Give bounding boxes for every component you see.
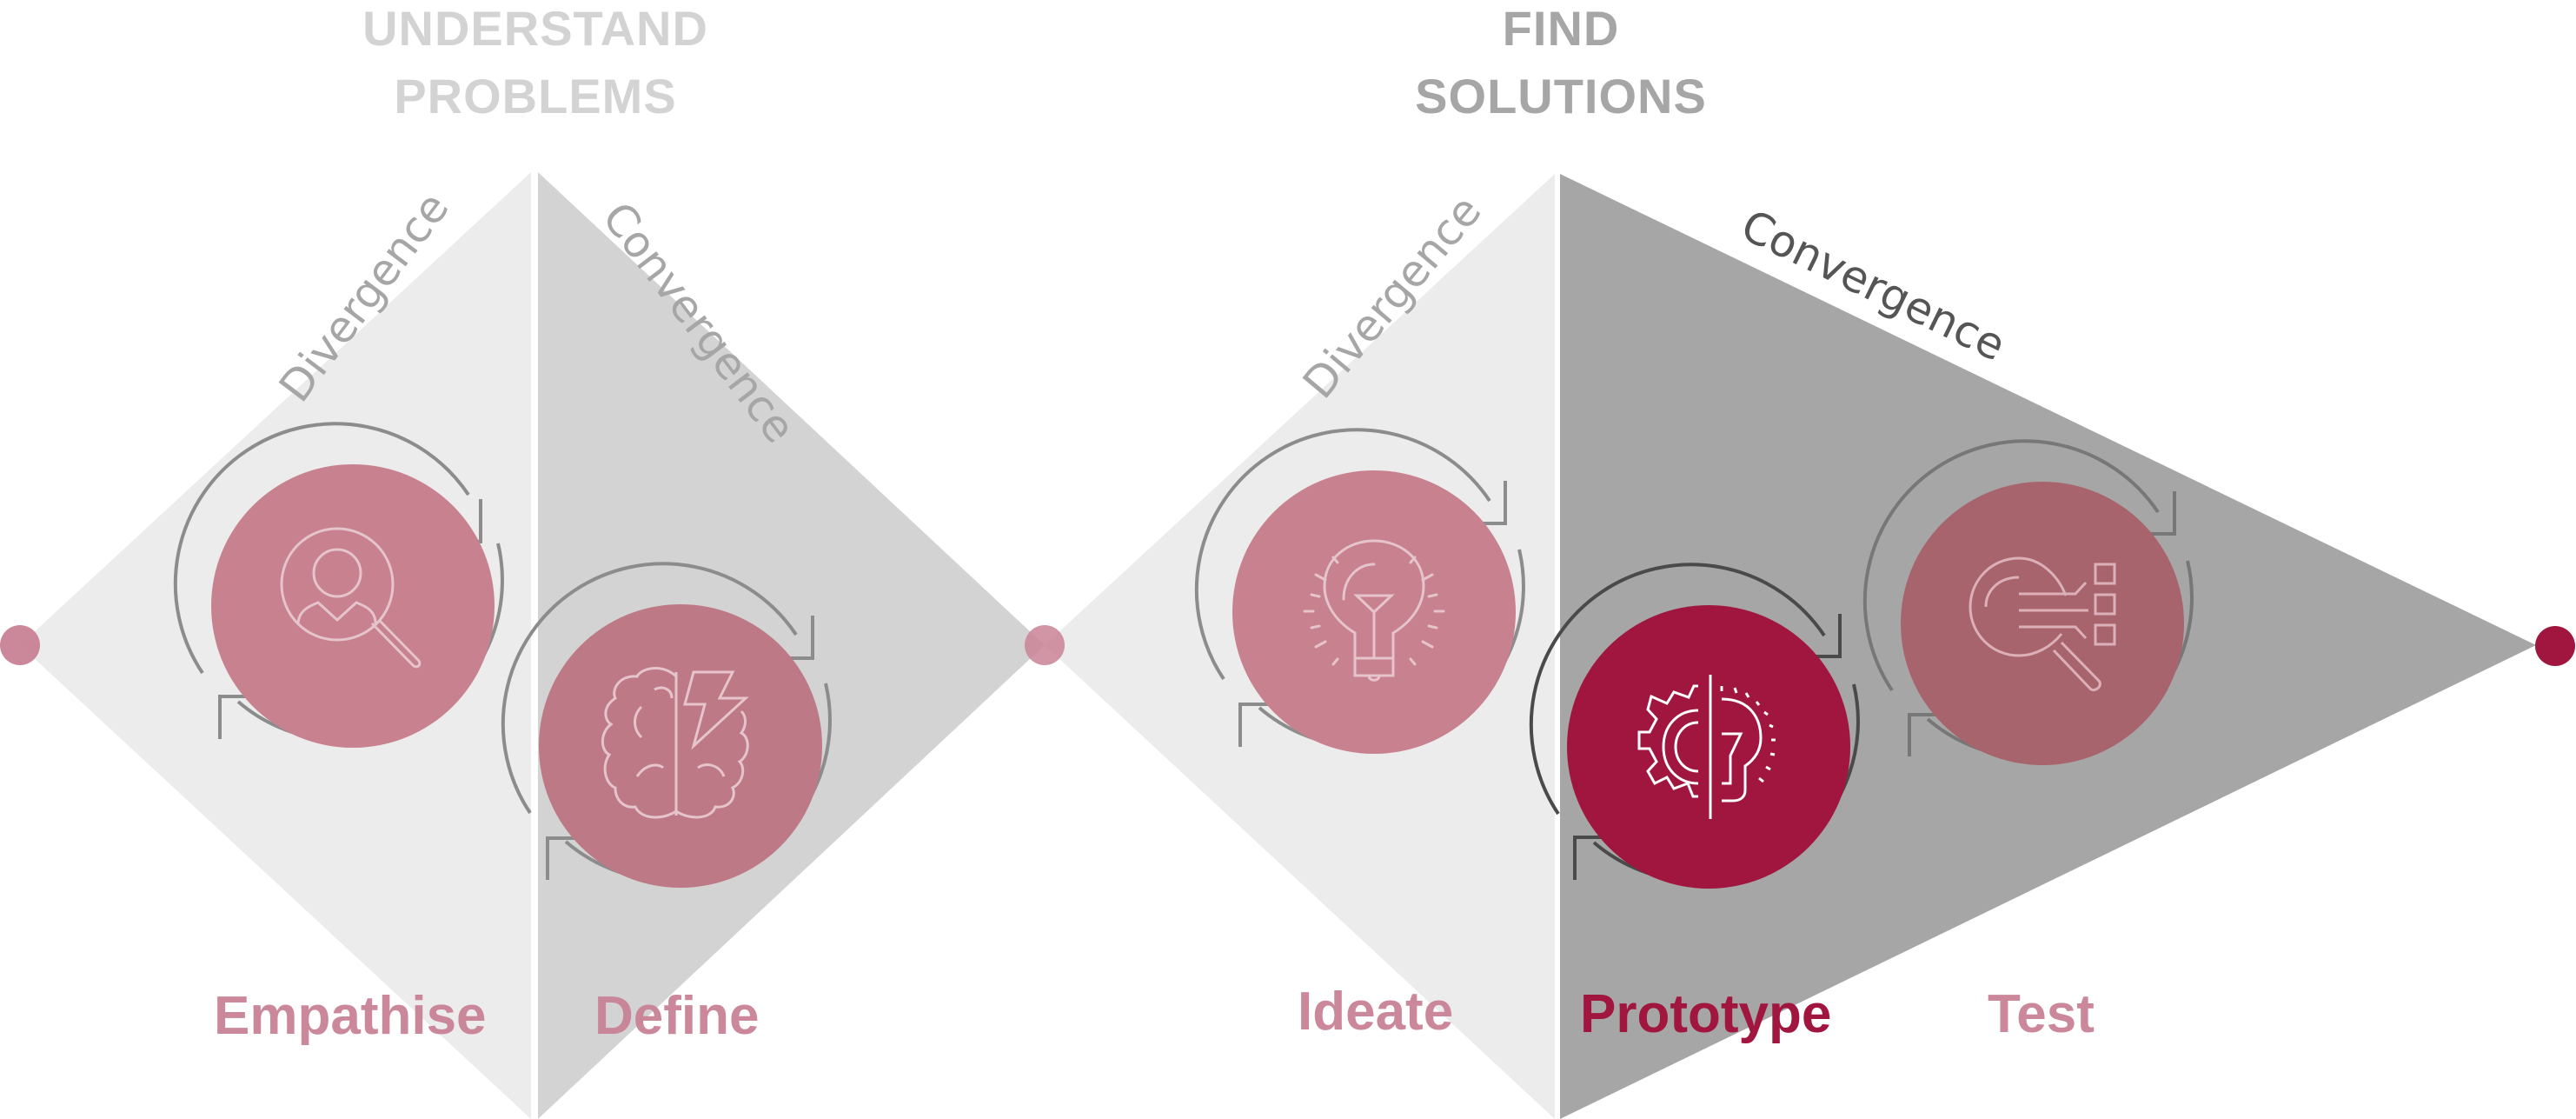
- understand-heading-line2: PROBLEMS: [394, 69, 677, 123]
- empathise-node[interactable]: [173, 422, 504, 748]
- brain-lightning-icon: [601, 667, 749, 819]
- define-node[interactable]: [501, 562, 832, 888]
- midpoint-dot: [1025, 625, 1065, 665]
- phase-label-empathise[interactable]: Empathise: [214, 986, 487, 1046]
- find-solutions-heading: FIND SOLUTIONS: [1387, 0, 1735, 130]
- gear-bulb-icon: [1637, 675, 1776, 819]
- phase-label-prototype[interactable]: Prototype: [1580, 984, 1832, 1044]
- ideate-node[interactable]: [1194, 428, 1525, 754]
- phase-label-ideate[interactable]: Ideate: [1298, 982, 1454, 1042]
- end-dot: [2535, 626, 2575, 666]
- test-circle: [1901, 482, 2184, 765]
- phase-label-test[interactable]: Test: [1988, 984, 2095, 1044]
- define-circle: [539, 604, 822, 888]
- phase-label-define[interactable]: Define: [594, 986, 760, 1046]
- prototype-circle: [1567, 605, 1850, 889]
- find-heading-line2: SOLUTIONS: [1415, 69, 1707, 123]
- start-dot: [0, 625, 40, 665]
- find-heading-line1: FIND: [1502, 1, 1620, 56]
- test-node[interactable]: [1862, 439, 2194, 765]
- lightbulb-icon: [1303, 539, 1445, 682]
- user-search-icon: [280, 527, 422, 669]
- understand-problems-heading: UNDERSTAND PROBLEMS: [362, 0, 709, 130]
- understand-heading-line1: UNDERSTAND: [362, 1, 708, 56]
- magnifier-checklist-icon: [1969, 556, 2116, 692]
- prototype-node[interactable]: [1529, 563, 1860, 889]
